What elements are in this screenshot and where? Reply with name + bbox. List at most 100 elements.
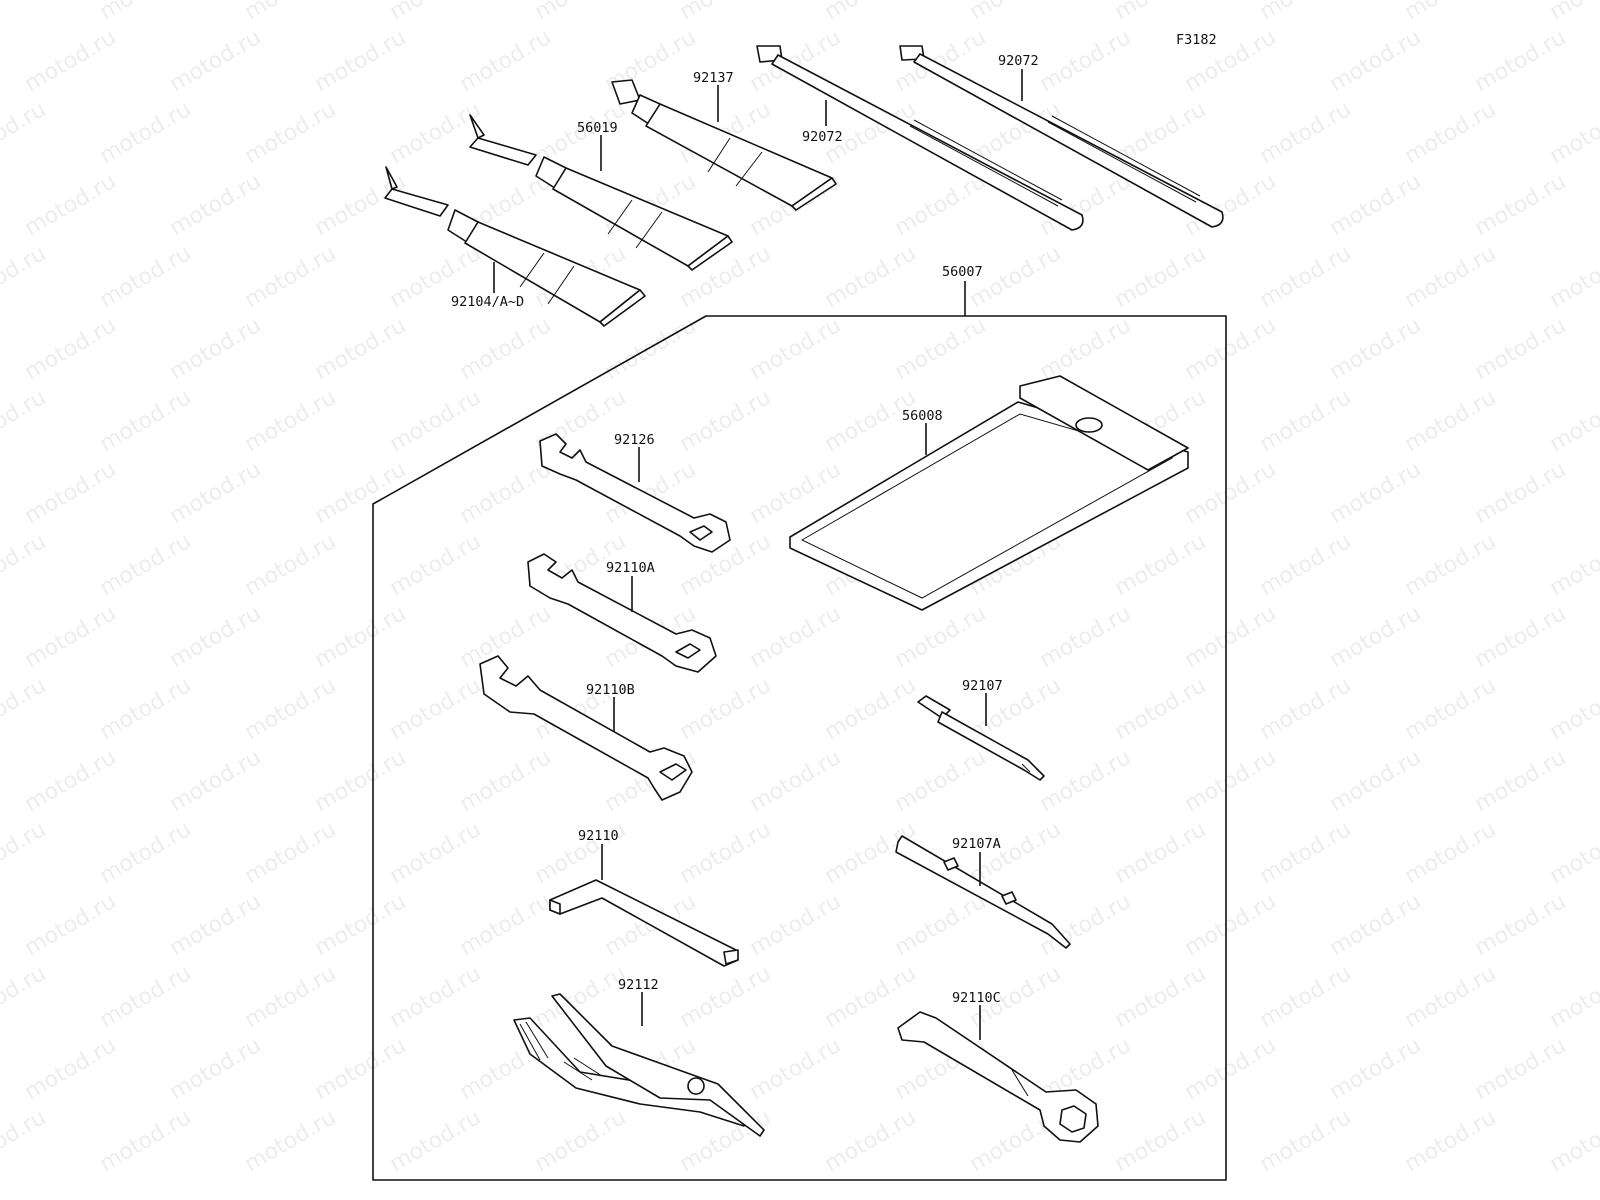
watermark-text: motod.ru bbox=[1471, 25, 1571, 97]
watermark-text: motod.ru bbox=[456, 889, 556, 961]
watermark-text: motod.ru bbox=[1111, 529, 1211, 601]
label-56007: 56007 bbox=[942, 264, 983, 280]
watermark-text: motod.ru bbox=[456, 313, 556, 385]
watermark-text: motod.ru bbox=[311, 169, 411, 241]
watermark-text: motod.ru bbox=[1326, 25, 1426, 97]
watermark-text: motod.ru bbox=[891, 601, 991, 673]
watermark-text: motod.ru bbox=[0, 385, 50, 457]
watermark-text: motod.ru bbox=[1471, 313, 1571, 385]
watermark-text: motod.ru bbox=[1546, 1105, 1600, 1177]
wrench-92110A bbox=[527, 553, 717, 673]
watermark-text: motod.ru bbox=[386, 817, 486, 889]
watermark-text: motod.ru bbox=[891, 889, 991, 961]
watermark-text: motod.ru bbox=[96, 97, 196, 169]
watermark-text: motod.ru bbox=[1401, 961, 1501, 1033]
watermark-text: motod.ru bbox=[1181, 1033, 1281, 1105]
watermark-text: motod.ru bbox=[1401, 529, 1501, 601]
tube-92137 bbox=[611, 79, 837, 211]
watermark-text: motod.ru bbox=[241, 385, 341, 457]
watermark-text: motod.ru bbox=[1111, 673, 1211, 745]
watermark-text: motod.ru bbox=[311, 25, 411, 97]
watermark-text: motod.ru bbox=[1401, 0, 1501, 25]
leader-lines bbox=[493, 69, 1023, 1040]
watermark-text: motod.ru bbox=[1111, 1105, 1211, 1177]
watermark-text: motod.ru bbox=[241, 673, 341, 745]
watermark-text: motod.ru bbox=[166, 1033, 266, 1105]
watermark-text: motod.ru bbox=[1256, 961, 1356, 1033]
watermark-text: motod.ru bbox=[1036, 745, 1136, 817]
watermark-text: motod.ru bbox=[0, 673, 50, 745]
watermark-text: motod.ru bbox=[1256, 817, 1356, 889]
watermark-text: motod.ru bbox=[96, 817, 196, 889]
watermark-text: motod.ru bbox=[1256, 385, 1356, 457]
watermark-text: motod.ru bbox=[746, 1033, 846, 1105]
watermark-text: motod.ru bbox=[1546, 241, 1600, 313]
watermark-text: motod.ru bbox=[821, 0, 921, 25]
watermark-text: motod.ru bbox=[1326, 601, 1426, 673]
watermark-text: motod.ru bbox=[166, 889, 266, 961]
watermark-text: motod.ru bbox=[1546, 817, 1600, 889]
label-92110: 92110 bbox=[578, 828, 619, 844]
watermark-text: motod.ru bbox=[456, 601, 556, 673]
watermark-text: motod.ru bbox=[166, 457, 266, 529]
watermark-text: motod.ru bbox=[21, 889, 121, 961]
label-92104: 92104/A~D bbox=[451, 294, 524, 310]
watermark-text: motod.ru bbox=[1036, 313, 1136, 385]
watermark-text: motod.ru bbox=[311, 601, 411, 673]
watermark-text: motod.ru bbox=[96, 1105, 196, 1177]
watermark-text: motod.ru bbox=[1471, 601, 1571, 673]
watermark-text: motod.ru bbox=[21, 169, 121, 241]
watermark-text: motod.ru bbox=[1401, 817, 1501, 889]
watermark-text: motod.ru bbox=[1546, 97, 1600, 169]
watermark-text: motod.ru bbox=[1471, 745, 1571, 817]
watermark-text: motod.ru bbox=[166, 313, 266, 385]
label-92072-left: 92072 bbox=[802, 129, 843, 145]
watermark-text: motod.ru bbox=[1546, 961, 1600, 1033]
label-92072-right: 92072 bbox=[998, 53, 1039, 69]
watermark-text: motod.ru bbox=[531, 1105, 631, 1177]
tube-92104 bbox=[384, 166, 646, 327]
watermark-text: motod.ru bbox=[21, 25, 121, 97]
label-56008: 56008 bbox=[902, 408, 943, 424]
watermark-text: motod.ru bbox=[386, 385, 486, 457]
watermark-text: motod.ru bbox=[1036, 25, 1136, 97]
watermark-text: motod.ru bbox=[96, 0, 196, 25]
watermark-text: motod.ru bbox=[386, 673, 486, 745]
watermark-text: motod.ru bbox=[1471, 457, 1571, 529]
watermark-text: motod.ru bbox=[1111, 241, 1211, 313]
watermark-text: motod.ru bbox=[0, 817, 50, 889]
watermark-text: motod.ru bbox=[241, 817, 341, 889]
watermark-text: motod.ru bbox=[966, 0, 1066, 25]
watermark-text: motod.ru bbox=[1256, 0, 1356, 25]
label-92110B: 92110B bbox=[586, 682, 635, 698]
watermark-text: motod.ru bbox=[1256, 241, 1356, 313]
watermark-text: motod.ru bbox=[166, 169, 266, 241]
watermark-text: motod.ru bbox=[96, 961, 196, 1033]
screwdriver-92107A bbox=[895, 835, 1071, 949]
tool-kit-frame bbox=[372, 315, 1227, 1181]
watermark-text: motod.ru bbox=[311, 457, 411, 529]
watermark-text: motod.ru bbox=[821, 673, 921, 745]
watermark-text: motod.ru bbox=[1326, 889, 1426, 961]
watermark-text: motod.ru bbox=[1111, 0, 1211, 25]
watermark-text: motod.ru bbox=[21, 745, 121, 817]
watermark-text: motod.ru bbox=[891, 313, 991, 385]
tube-56019 bbox=[469, 114, 733, 271]
watermark-text: motod.ru bbox=[311, 889, 411, 961]
watermark-text: motod.ru bbox=[1546, 385, 1600, 457]
watermark-text: motod.ru bbox=[1036, 601, 1136, 673]
watermark-text: motod.ru bbox=[456, 25, 556, 97]
watermark-text: motod.ru bbox=[21, 1033, 121, 1105]
watermark-text: motod.ru bbox=[0, 529, 50, 601]
watermark-text: motod.ru bbox=[386, 529, 486, 601]
watermark-text: motod.ru bbox=[746, 745, 846, 817]
snap-button-icon bbox=[1075, 417, 1103, 433]
watermark-text: motod.ru bbox=[96, 529, 196, 601]
watermark-text: motod.ru bbox=[21, 457, 121, 529]
label-92126: 92126 bbox=[614, 432, 655, 448]
watermark-text: motod.ru bbox=[1546, 529, 1600, 601]
watermark-text: motod.ru bbox=[1181, 601, 1281, 673]
watermark-text: motod.ru bbox=[21, 601, 121, 673]
